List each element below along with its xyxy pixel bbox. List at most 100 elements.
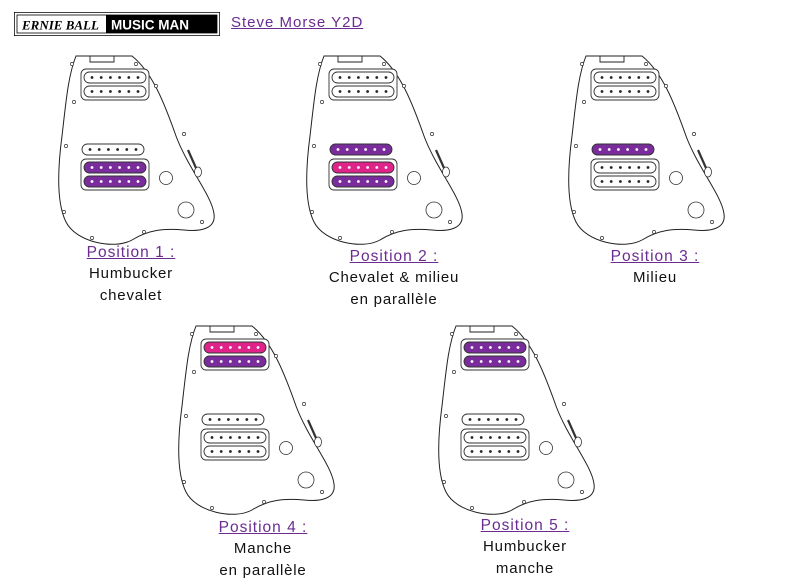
neck-humbucker-coil-top xyxy=(83,71,147,84)
pickup-selector-slot xyxy=(696,149,708,169)
bridge-humbucker-coil-top-pole xyxy=(489,436,492,439)
neck-humbucker-coil-bottom-pole xyxy=(479,360,483,363)
bridge-humbucker xyxy=(590,158,660,191)
neck-humbucker-coil-top-pole xyxy=(637,76,641,79)
bridge-humbucker xyxy=(80,158,150,191)
bridge-humbucker-coil-top-pole xyxy=(136,166,140,169)
neck-humbucker-coil-top-pole xyxy=(646,76,650,79)
bridge-humbucker-coil-top-pole xyxy=(127,166,131,169)
neck-humbucker-coil-bottom-pole xyxy=(238,360,241,363)
neck-humbucker-coil-bottom-pole xyxy=(628,90,631,93)
neck-pocket xyxy=(469,326,495,333)
neck-humbucker-coil-bottom-pole xyxy=(489,360,492,363)
neck-humbucker-coil-top-pole xyxy=(256,346,260,349)
screw xyxy=(390,230,394,234)
middle-single-coil-coil-pole xyxy=(373,148,377,151)
screw xyxy=(600,236,604,240)
screw xyxy=(184,414,188,418)
screw xyxy=(210,506,214,510)
neck-humbucker-coil-bottom-pole xyxy=(127,90,131,93)
bridge-humbucker-coil-top-pole xyxy=(229,436,232,439)
neck-humbucker-coil-bottom-pole xyxy=(498,360,501,363)
neck-humbucker-coil-bottom xyxy=(593,85,657,98)
position-2-line-1: Chevalet & milieu xyxy=(328,269,460,286)
position-4-label: Position 4 : Manche en parallèle xyxy=(143,519,383,581)
neck-humbucker-coil-top-pole xyxy=(384,76,388,79)
middle-single-coil-coil-pole xyxy=(236,418,239,421)
neck-humbucker xyxy=(328,68,398,101)
bridge-humbucker-coil-top-pole xyxy=(109,166,112,169)
bridge-humbucker-coil-top-pole xyxy=(628,166,631,169)
bridge-humbucker-coil-bottom-pole xyxy=(219,450,223,453)
bridge-humbucker-coil-bottom-pole xyxy=(109,180,112,183)
neck-humbucker-coil-top-pole xyxy=(609,76,613,79)
bridge-humbucker-coil-bottom-pole xyxy=(470,450,474,453)
bridge-humbucker-coil-top-pole xyxy=(507,436,511,439)
screw xyxy=(90,236,94,240)
screw xyxy=(318,62,322,66)
neck-humbucker-coil-bottom xyxy=(83,85,147,98)
neck-humbucker-coil-bottom-pole xyxy=(229,360,232,363)
neck-humbucker-coil-top-pole xyxy=(247,346,251,349)
bridge-humbucker-coil-bottom-pole xyxy=(256,450,260,453)
bridge-humbucker-coil-top-pole xyxy=(347,166,351,169)
position-1-line-1: Humbucker xyxy=(89,265,173,282)
middle-single-coil-coil-pole xyxy=(227,418,230,421)
screw xyxy=(580,62,584,66)
neck-humbucker-coil-bottom-pole xyxy=(109,90,112,93)
screw xyxy=(70,62,74,66)
bridge-humbucker-coil-bottom-pole xyxy=(619,180,622,183)
screw xyxy=(62,210,66,214)
neck-humbucker-coil-top-pole xyxy=(507,346,511,349)
logo-right-text: MUSIC MAN xyxy=(111,18,189,33)
screw xyxy=(312,144,316,148)
screw xyxy=(72,100,76,104)
screw xyxy=(430,132,434,136)
neck-humbucker-coil-bottom-pole xyxy=(507,360,511,363)
pickup-selector-slot xyxy=(434,149,446,169)
neck-humbucker-coil-top-pole xyxy=(600,76,604,79)
volume-knob xyxy=(557,471,575,489)
screw xyxy=(190,332,194,336)
screw xyxy=(580,490,584,494)
neck-humbucker-coil-top-pole xyxy=(219,346,223,349)
bridge-humbucker-coil-top-pole xyxy=(384,166,388,169)
neck-humbucker-coil-bottom-pole xyxy=(99,90,103,93)
bridge-humbucker xyxy=(200,428,270,461)
bridge-humbucker-coil-bottom xyxy=(331,175,395,188)
bridge-humbucker-coil-top-pole xyxy=(375,166,379,169)
neck-humbucker-coil-top-pole xyxy=(238,346,241,349)
pickup-selector-tip xyxy=(442,166,450,178)
screw xyxy=(534,354,538,358)
tone-knob xyxy=(279,441,293,455)
neck-humbucker-coil-top xyxy=(593,71,657,84)
screw xyxy=(338,236,342,240)
neck-humbucker-coil-top-pole xyxy=(347,76,351,79)
bridge-humbucker-coil-top-pole xyxy=(256,436,260,439)
bridge-humbucker-coil-bottom-pole xyxy=(507,450,511,453)
neck-pocket xyxy=(209,326,235,333)
bridge-humbucker-coil-bottom-pole xyxy=(489,450,492,453)
tone-knob xyxy=(669,171,683,185)
neck-humbucker-coil-bottom-pole xyxy=(646,90,650,93)
position-1-line-2: chevalet xyxy=(99,287,163,304)
volume-knob xyxy=(687,201,705,219)
neck-humbucker-coil-bottom-pole xyxy=(384,90,388,93)
bridge-humbucker-coil-top-pole xyxy=(118,166,121,169)
middle-single-coil-coil-pole xyxy=(505,418,509,421)
position-5-line-2: manche xyxy=(495,560,555,577)
neck-humbucker-coil-bottom-pole xyxy=(637,90,641,93)
middle-single-coil-coil-pole xyxy=(97,148,101,151)
neck-humbucker-coil-bottom-pole xyxy=(516,360,520,363)
neck-humbucker-coil-top-pole xyxy=(516,346,520,349)
screw xyxy=(154,84,158,88)
screw xyxy=(692,132,696,136)
position-2-title: Position 2 : xyxy=(349,248,439,265)
bridge-humbucker-coil-bottom-pole xyxy=(238,450,241,453)
middle-single-coil xyxy=(461,413,525,426)
bridge-humbucker-coil-bottom-pole xyxy=(357,180,360,183)
screw xyxy=(442,480,446,484)
neck-pocket xyxy=(599,56,625,63)
neck-humbucker-coil-top-pole xyxy=(90,76,94,79)
pickup-selector-tip xyxy=(704,166,712,178)
